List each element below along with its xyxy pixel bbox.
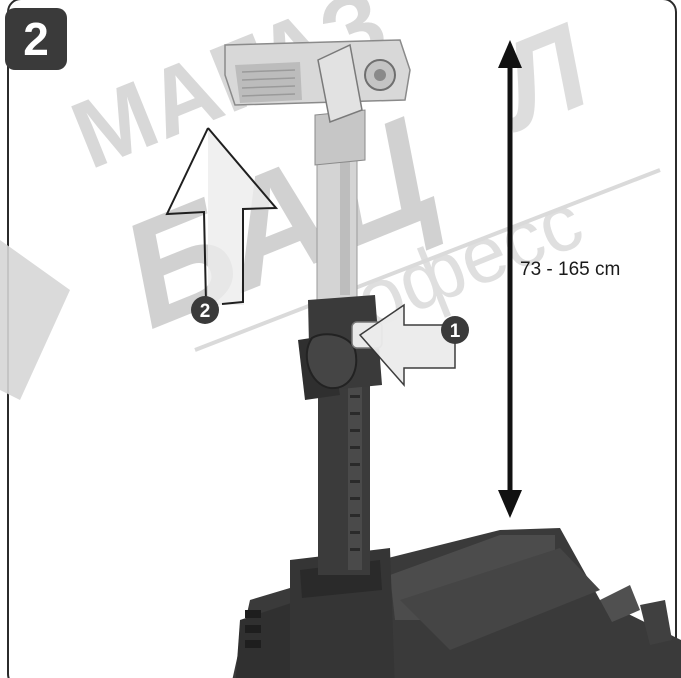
svg-text:Л: Л [472,0,608,157]
stand-base [232,528,681,678]
stand-upper-tube [314,109,366,301]
height-range-label: 73 - 165 cm [520,259,621,280]
stand-lower-column [318,375,370,575]
push-knob-arrow [358,303,456,387]
callout-2-marker: 2 [191,296,219,324]
stand-head-unit [224,39,411,124]
step-number-badge: 2 [5,8,67,70]
callout-1-marker: 1 [441,316,469,344]
callout-2-number: 2 [200,301,211,322]
height-range-dimension [498,40,522,518]
raise-direction-arrow [165,127,279,305]
dimension-arrowhead-bottom [498,490,522,518]
dimension-arrowhead-top [498,40,522,68]
height-lock-clamp [298,295,383,400]
callout-1-number: 1 [450,321,461,342]
